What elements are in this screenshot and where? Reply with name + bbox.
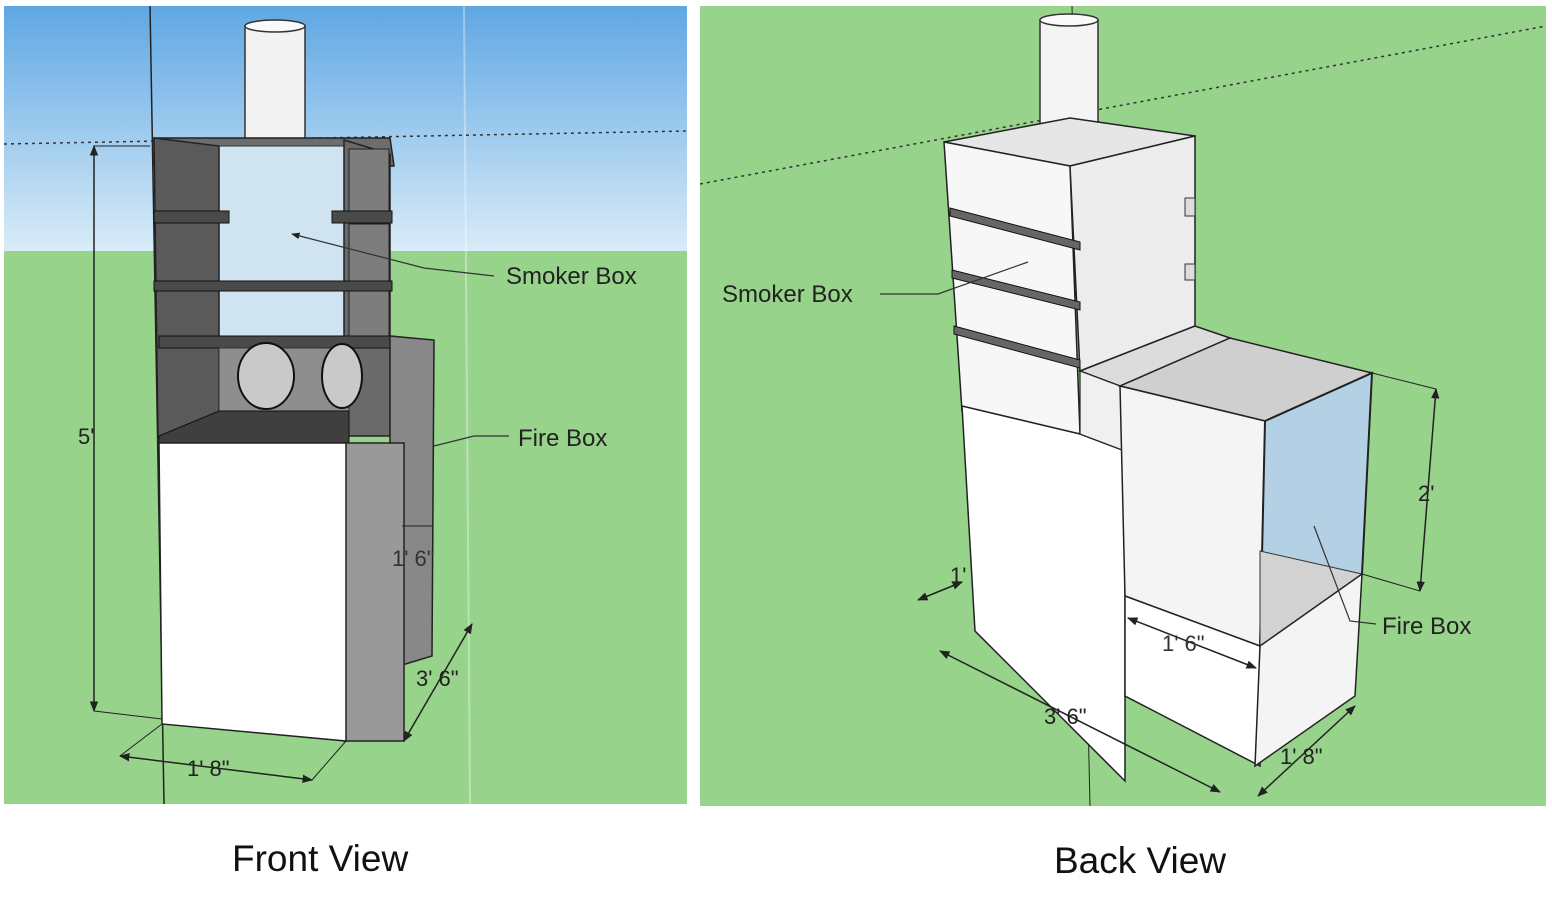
label-fire-box: Fire Box — [1382, 613, 1471, 640]
width-dimension-line — [1257, 705, 1356, 797]
label-fire-box: Fire Box — [518, 425, 607, 452]
dim-wall-thickness: 1' — [950, 563, 966, 588]
fire-box-leader — [1313, 525, 1377, 625]
dim-depth: 3' 6" — [416, 666, 459, 691]
dim-fire-box-depth: 1' 6" — [1162, 631, 1205, 656]
chimney — [244, 19, 306, 143]
label-smoker-box: Smoker Box — [722, 281, 853, 308]
back-view-caption: Back View — [1054, 840, 1227, 881]
base-front-face — [158, 442, 347, 742]
length-dimension-line — [939, 650, 1221, 793]
fire-box-depth-dimension-line — [1127, 617, 1257, 669]
smoker-box — [153, 137, 396, 444]
dim-fire-box-height: 1' 6" — [392, 546, 435, 571]
fire-box-height-dimension-line — [1416, 387, 1440, 593]
smoker-box — [943, 117, 1196, 435]
depth-dimension-line — [403, 623, 473, 742]
smoker-box-leader — [291, 232, 495, 277]
dim-width: 1' 8" — [187, 756, 230, 781]
front-view-diagram: 5' 1' 6" 3' 6" 1' 8" Smoker Box Fire Box — [4, 6, 687, 804]
dim-fire-box-height: 2' — [1418, 481, 1434, 506]
dim-length: 3' 6" — [1044, 704, 1087, 729]
dim-total-height: 5' — [78, 424, 94, 449]
back-view-diagram: 1' 2' 1' 6" 3' 6" 1' 8" Smoker Box Fire … — [700, 6, 1546, 806]
label-smoker-box: Smoker Box — [506, 263, 637, 290]
dim-width: 1' 8" — [1280, 744, 1323, 769]
smoker-box-leader — [880, 261, 1029, 295]
horizon-guide-line — [4, 130, 687, 145]
front-view-caption: Front View — [232, 838, 409, 879]
fire-box — [1117, 337, 1375, 768]
fire-box-leader — [433, 435, 509, 447]
wall-thickness-dimension-line — [917, 581, 963, 601]
width-dimension-line — [118, 753, 314, 783]
fire-box — [343, 335, 435, 742]
